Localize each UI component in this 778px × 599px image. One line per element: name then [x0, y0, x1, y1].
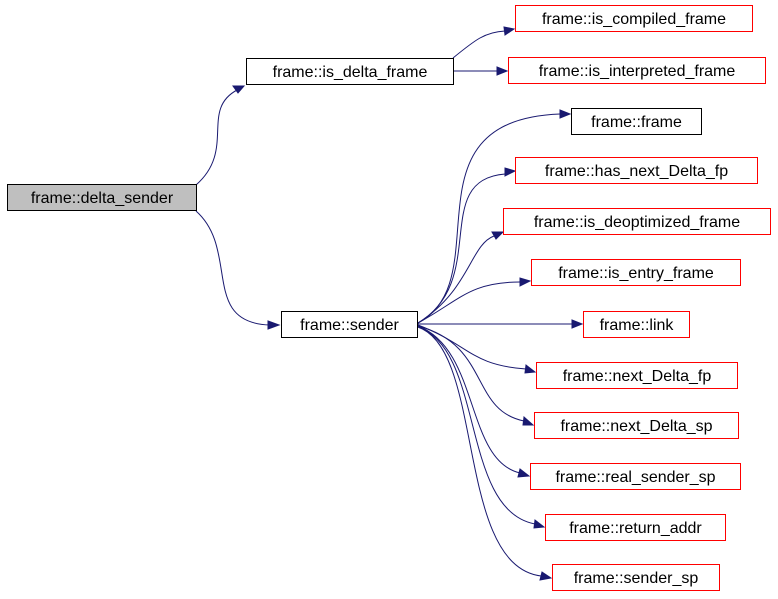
node-label: frame::sender	[300, 317, 399, 334]
node-label: frame::frame	[591, 114, 682, 131]
node-label: frame::is_delta_frame	[273, 64, 428, 81]
node-next-delta-sp[interactable]: frame::next_Delta_sp	[534, 412, 739, 439]
node-label: frame::is_compiled_frame	[542, 11, 726, 28]
node-delta-sender[interactable]: frame::delta_sender	[7, 184, 197, 211]
node-is-deoptimized-frame[interactable]: frame::is_deoptimized_frame	[503, 208, 771, 235]
edge-is-delta-frame-to-is-interpreted-frame	[453, 66, 509, 76]
edges	[195, 26, 584, 581]
node-return-addr[interactable]: frame::return_addr	[545, 514, 726, 541]
edge-sender-to-link	[418, 319, 584, 329]
node-sender-sp[interactable]: frame::sender_sp	[552, 564, 720, 591]
edge-sender-to-sender-sp	[417, 326, 553, 581]
edge-sender-to-is-deoptimized-frame	[417, 231, 505, 324]
edge-delta-sender-to-is-delta-frame	[195, 85, 246, 186]
node-has-next-delta-fp[interactable]: frame::has_next_Delta_fp	[515, 157, 758, 184]
node-label: frame::link	[600, 317, 675, 334]
node-frame[interactable]: frame::frame	[571, 108, 702, 135]
node-is-entry-frame[interactable]: frame::is_entry_frame	[531, 259, 741, 286]
node-label: frame::sender_sp	[574, 570, 699, 587]
nodes: frame::delta_sender frame::is_delta_fram…	[7, 5, 771, 591]
node-label: frame::delta_sender	[31, 190, 174, 207]
edge-sender-to-real-sender-sp	[417, 325, 531, 478]
node-next-delta-fp[interactable]: frame::next_Delta_fp	[536, 362, 738, 389]
node-label: frame::real_sender_sp	[555, 469, 715, 486]
edge-is-delta-frame-to-is-compiled-frame	[452, 26, 516, 59]
edge-sender-to-next-delta-sp	[417, 325, 535, 426]
node-is-delta-frame[interactable]: frame::is_delta_frame	[246, 58, 454, 85]
edge-sender-to-is-entry-frame	[417, 277, 532, 324]
node-label: frame::next_Delta_fp	[563, 368, 712, 385]
node-label: frame::is_deoptimized_frame	[534, 214, 740, 231]
node-is-interpreted-frame[interactable]: frame::is_interpreted_frame	[508, 57, 766, 84]
node-label: frame::has_next_Delta_fp	[545, 163, 728, 180]
node-link[interactable]: frame::link	[583, 311, 690, 338]
node-sender[interactable]: frame::sender	[281, 311, 418, 338]
node-label: frame::next_Delta_sp	[560, 418, 712, 435]
edge-sender-to-return-addr	[417, 326, 546, 529]
edge-delta-sender-to-sender	[195, 210, 281, 330]
node-real-sender-sp[interactable]: frame::real_sender_sp	[530, 463, 741, 490]
node-label: frame::is_interpreted_frame	[539, 63, 736, 80]
node-label: frame::is_entry_frame	[558, 265, 714, 282]
node-label: frame::return_addr	[569, 520, 702, 537]
node-is-compiled-frame[interactable]: frame::is_compiled_frame	[515, 5, 753, 32]
edge-sender-to-has-next-delta-fp	[417, 167, 517, 324]
